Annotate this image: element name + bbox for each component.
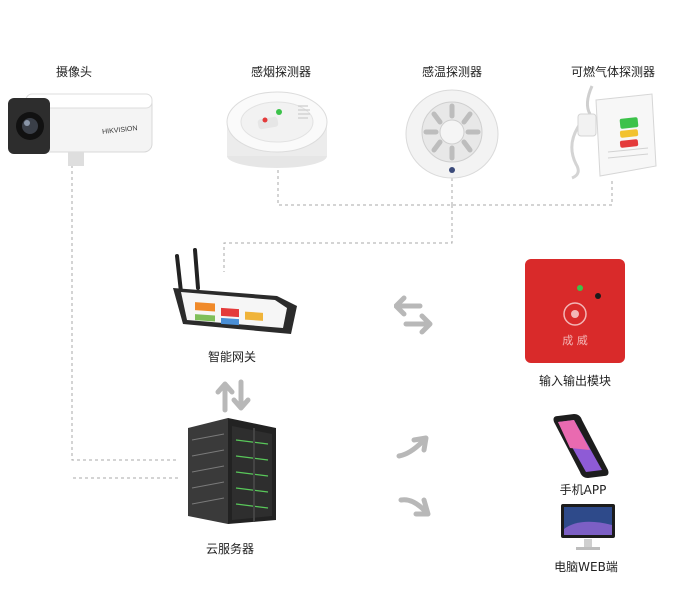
camera-label: 摄像头 (55, 65, 93, 79)
io-module-brand: 成 威 (562, 334, 588, 347)
smoke-detector-label: 感烟探测器 (250, 65, 312, 79)
smoke-detector-icon (226, 91, 328, 168)
server-rack-icon (188, 418, 276, 524)
monitor-icon (561, 504, 615, 550)
io-module-icon: 成 威 (525, 259, 625, 363)
arrow-to-web-icon (398, 497, 431, 517)
tablet-gateway-icon (173, 248, 297, 334)
updown-arrows-icon (215, 379, 251, 413)
gateway-label: 智能网关 (207, 350, 257, 364)
smartphone-icon (553, 414, 609, 478)
io-module-label: 输入输出模块 (538, 374, 612, 388)
arrow-to-mobile-icon (396, 435, 429, 459)
exchange-arrows-icon (394, 295, 433, 335)
mobile-app-label: 手机APP (559, 483, 607, 497)
camera-icon: HIKVISION (8, 93, 153, 166)
cloud-server-label: 云服务器 (205, 542, 255, 556)
heat-detector-icon (405, 89, 499, 179)
detectors-gateway-link (223, 205, 453, 272)
heat-detector-label: 感温探测器 (421, 65, 483, 79)
camera-brand: HIKVISION (102, 125, 138, 136)
gas-detector-icon (570, 85, 657, 180)
web-client-label: 电脑WEB端 (554, 560, 618, 574)
gas-detector-label: 可燃气体探测器 (570, 65, 656, 79)
camera-server-link (71, 165, 178, 461)
